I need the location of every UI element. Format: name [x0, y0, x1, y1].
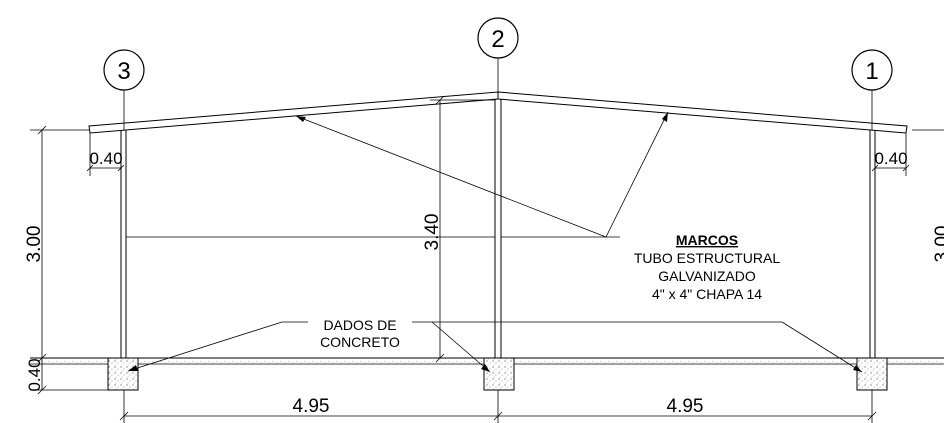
- dim-ridge-height-text: 3.40: [422, 214, 443, 251]
- dim-eave-right-text: 0.40: [874, 149, 907, 168]
- note-marcos-title: MARCOS: [676, 232, 738, 248]
- column-center: [494, 96, 502, 358]
- dim-bays: [119, 390, 877, 423]
- grid-label-2: 2: [491, 26, 504, 53]
- grid-label-3: 3: [117, 58, 130, 85]
- leader-arrow-right: [662, 112, 668, 122]
- note-marcos-line1: TUBO ESTRUCTURAL: [634, 250, 780, 266]
- note-marcos-line3: 4" x 4" CHAPA 14: [652, 286, 762, 302]
- dim-column-height: 3.00: [24, 226, 45, 263]
- footing-arrow-left: [128, 365, 138, 371]
- dim-eave-right: [871, 133, 910, 176]
- grid-label-1: 1: [865, 58, 878, 85]
- grid-bubble-1: 1: [851, 49, 893, 91]
- grid-bubble-2: 2: [477, 17, 519, 59]
- note-marcos-line2: GALVANIZADO: [658, 268, 756, 284]
- footing-arrow-center: [481, 364, 490, 372]
- dim-ridge-height: [430, 95, 495, 363]
- grid-bubble-3: 3: [103, 49, 145, 91]
- dim-bay-right: 4.95: [667, 396, 704, 417]
- footing-left: [107, 357, 139, 391]
- footing-arrow-right: [853, 365, 862, 372]
- leader-marcos-left: [295, 115, 607, 238]
- dim-left-vertical: [30, 125, 108, 395]
- dim-bay-left: 4.95: [293, 396, 330, 417]
- rafter-left: [88, 91, 499, 134]
- rafter-right: [497, 91, 908, 134]
- footing-right: [856, 357, 888, 391]
- footing-center: [483, 357, 515, 391]
- dim-column-height-right: 3.00: [932, 226, 944, 263]
- leader-footings: [127, 321, 863, 373]
- note-footing-line1: DADOS DE: [323, 317, 396, 333]
- dim-eave-left: [86, 133, 125, 176]
- dim-eave-left-text: 0.40: [89, 149, 122, 168]
- leader-arrow-left: [296, 116, 306, 122]
- leader-marcos-right: [605, 111, 669, 238]
- dim-footing-height: 0.40: [25, 358, 44, 391]
- note-footing-line2: CONCRETO: [320, 334, 400, 350]
